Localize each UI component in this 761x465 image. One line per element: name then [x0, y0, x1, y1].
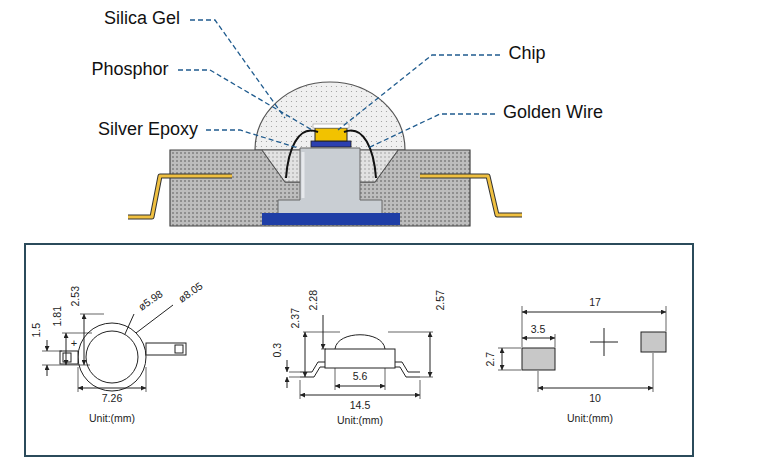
unit-note: Unit:(mm)	[567, 413, 613, 424]
bond-wire	[344, 131, 376, 178]
lead-outline	[420, 176, 522, 215]
dimension-label: 5.6	[353, 371, 368, 382]
silica-dome	[255, 82, 405, 150]
part-label: Chip	[508, 44, 545, 62]
unit-note: Unit:(mm)	[337, 415, 383, 426]
chip	[315, 128, 347, 141]
dimension-label: 2.57	[435, 290, 446, 310]
part-label: Phosphor	[91, 60, 168, 78]
lead	[420, 176, 522, 215]
dimension-label: 0.3	[272, 343, 283, 358]
dimension-label: 2.28	[308, 290, 319, 310]
dimension-label: ø8.05	[176, 280, 204, 304]
heat-slug	[278, 148, 382, 214]
dimension-label: 2.37	[290, 308, 301, 328]
side-view	[287, 315, 433, 399]
leader-lines	[178, 20, 500, 148]
bond-wire	[286, 131, 318, 178]
lead-outline	[128, 176, 232, 217]
lead	[128, 176, 232, 217]
dimension-label: 17	[589, 297, 601, 308]
dimension-label: ø5.98	[136, 288, 164, 312]
slug-highlight	[302, 152, 305, 198]
dimension-label: 2.53	[70, 286, 81, 306]
silver-epoxy	[311, 141, 351, 147]
dimension-label: 1.5	[31, 323, 42, 338]
dimension-label: 2.7	[485, 352, 496, 367]
part-label: Silver Epoxy	[98, 120, 198, 138]
dimension-label: 7.26	[102, 393, 122, 404]
phosphor-layer	[313, 124, 349, 128]
base-strip	[262, 213, 400, 225]
unit-note: Unit:(mm)	[89, 413, 135, 424]
dimension-label: 14.5	[350, 400, 370, 411]
part-label: Golden Wire	[503, 103, 603, 121]
dimension-label: 10	[589, 393, 601, 404]
dimension-label: 1.81	[52, 306, 63, 326]
part-label: Silica Gel	[104, 9, 180, 27]
pad-layout	[498, 306, 666, 392]
dimension-label: 3.5	[531, 324, 546, 335]
top-view	[42, 305, 186, 392]
polarity-mark: +	[71, 338, 77, 349]
dimension-panel	[25, 244, 693, 456]
